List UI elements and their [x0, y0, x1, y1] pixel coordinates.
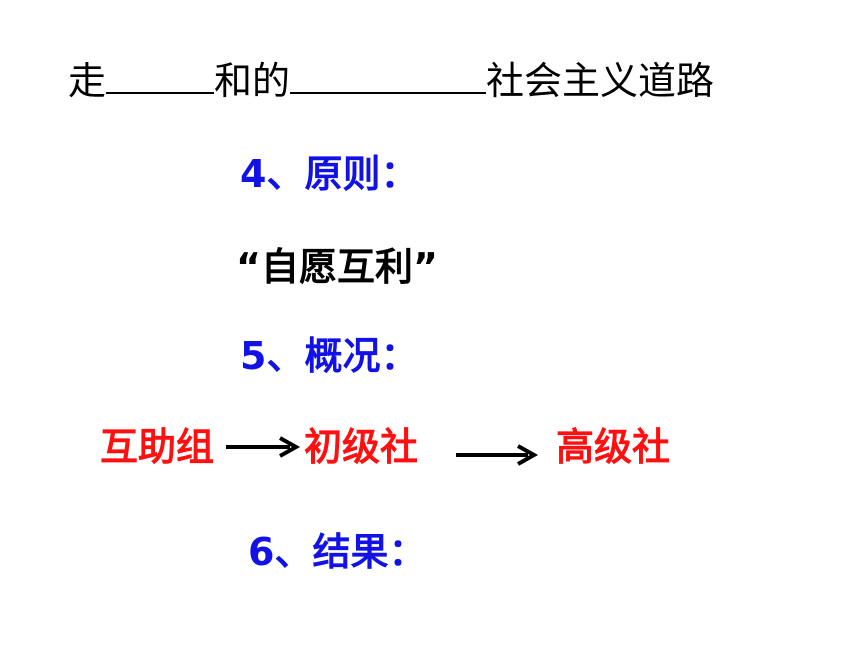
overview-heading: 5、概况：	[240, 334, 419, 378]
right-arrow-icon	[456, 442, 540, 468]
sentence-middle: 和的	[214, 59, 291, 103]
fill-in-sentence: 走 和的 社会主义道路	[68, 58, 714, 100]
stage-advanced-cooperative: 高级社	[556, 425, 671, 469]
principle-text: “自愿互利”	[236, 245, 438, 289]
principle-heading: 4、原则：	[240, 152, 419, 196]
blank-1[interactable]	[106, 58, 215, 94]
stage-elementary-cooperative: 初级社	[304, 425, 419, 469]
blank-2[interactable]	[290, 58, 487, 94]
result-heading: 6、结果：	[248, 530, 427, 574]
stage-mutual-aid-team: 互助组	[100, 425, 215, 469]
sentence-prefix: 走	[68, 59, 107, 103]
right-arrow-icon	[226, 434, 302, 460]
sentence-suffix: 社会主义道路	[486, 59, 715, 103]
